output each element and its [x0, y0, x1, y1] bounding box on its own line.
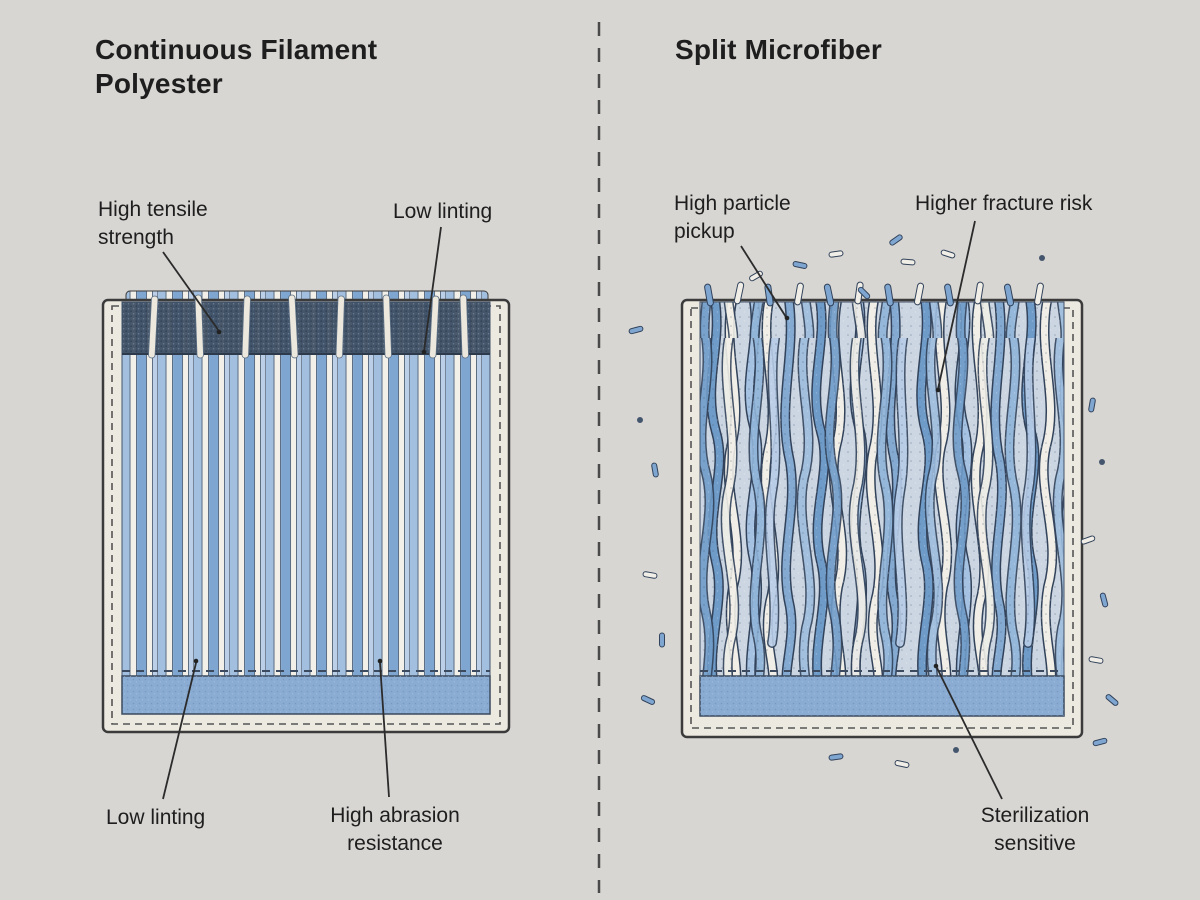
left-swatch-illustration — [101, 290, 511, 734]
label-sterilization-sensitive: Sterilization sensitive — [980, 804, 1090, 855]
label-low-linting-top: Low linting — [393, 200, 493, 223]
label-high-tensile-strength: High tensile strength — [98, 198, 208, 249]
label-high-abrasion-resistance: High abrasion resistance — [330, 804, 460, 855]
right-swatch-illustration — [680, 281, 1084, 739]
label-high-particle-pickup: High particle pickup — [674, 192, 791, 243]
shed-particles — [628, 234, 1119, 768]
right-panel-title: Split Microfiber — [675, 34, 882, 65]
label-low-linting-bottom: Low linting — [106, 806, 206, 829]
leader-lines — [162, 220, 1003, 800]
left-panel-title: Continuous Filament Polyester — [95, 34, 378, 100]
label-higher-fracture-risk: Higher fracture risk — [915, 192, 1093, 215]
